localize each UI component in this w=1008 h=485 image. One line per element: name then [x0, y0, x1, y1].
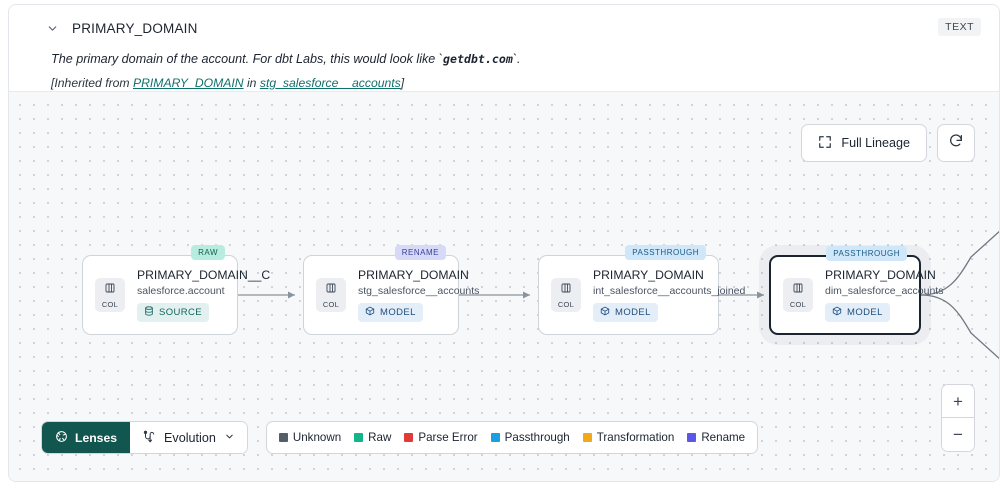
node-kind-label: MODEL	[847, 307, 883, 318]
node-column-name: PRIMARY_DOMAIN	[593, 268, 704, 282]
column-type-label: COL	[322, 300, 340, 309]
canvas-controls: Full Lineage	[801, 124, 975, 162]
full-lineage-button[interactable]: Full Lineage	[801, 124, 927, 162]
legend-swatch	[687, 433, 697, 442]
lineage-node-1[interactable]: RAW COL PRIMARY_DOMAIN__C salesforce.acc…	[82, 245, 270, 335]
inherited-from-note: [Inherited from PRIMARY_DOMAIN in stg_sa…	[51, 76, 981, 90]
node-tag-raw: RAW	[191, 245, 225, 260]
refresh-button[interactable]	[937, 124, 975, 162]
inherited-middle: in	[243, 76, 260, 90]
node-table-name: dim_salesforce_accounts	[825, 285, 944, 297]
node-kind-label: MODEL	[615, 307, 651, 318]
legend-swatch	[404, 433, 414, 442]
description-code: getdbt.com	[443, 52, 513, 66]
title-row: PRIMARY_DOMAIN	[29, 17, 981, 39]
node-table-name: salesforce.account	[137, 285, 225, 297]
lineage-legend: Unknown Raw Parse Error Passthrough Tran…	[265, 421, 759, 454]
zoom-controls: + −	[941, 384, 975, 452]
lineage-canvas[interactable]: Full Lineage + − RAW COL	[9, 91, 999, 481]
expand-corners-icon	[818, 135, 832, 152]
node-body: PRIMARY_DOMAIN int_salesforce__accounts_…	[593, 268, 745, 322]
lineage-node-2[interactable]: RENAME COL PRIMARY_DOMAIN stg_salesforce…	[303, 245, 479, 335]
node-tag-passthrough: PASSTHROUGH	[826, 246, 907, 261]
inherited-suffix: ]	[400, 76, 405, 90]
legend-label: Parse Error	[418, 431, 478, 444]
chevron-down-icon	[224, 431, 235, 445]
inherited-column-link[interactable]: PRIMARY_DOMAIN	[132, 76, 244, 90]
legend-item-raw[interactable]: Raw	[354, 431, 391, 444]
full-lineage-label: Full Lineage	[841, 136, 910, 150]
legend-swatch	[278, 433, 288, 442]
inherited-prefix: [Inherited from	[51, 76, 133, 90]
legend-item-parse-error[interactable]: Parse Error	[404, 431, 478, 444]
node-kind-label: SOURCE	[159, 307, 203, 318]
columns-icon	[792, 281, 804, 299]
database-icon	[144, 306, 154, 319]
cube-icon	[832, 306, 842, 319]
description-text-pre: The primary domain of the account. For d…	[51, 52, 443, 66]
column-type-label: COL	[789, 300, 807, 309]
evolution-dropdown[interactable]: Evolution	[130, 422, 247, 453]
lenses-group: Lenses Evolution	[41, 421, 248, 454]
node-column-name: PRIMARY_DOMAIN	[825, 268, 936, 282]
lineage-node-3[interactable]: PASSTHROUGH COL PRIMARY_DOMAIN int_sales…	[538, 245, 745, 335]
zoom-out-button[interactable]: −	[942, 418, 974, 451]
legend-label: Transformation	[596, 431, 675, 444]
column-type-label: COL	[557, 300, 575, 309]
column-description: The primary domain of the account. For d…	[51, 51, 981, 68]
column-detail-panel: PRIMARY_DOMAIN TEXT The primary domain o…	[8, 4, 1000, 482]
legend-item-passthrough[interactable]: Passthrough	[490, 431, 570, 444]
node-column-name: PRIMARY_DOMAIN__C	[137, 268, 271, 282]
column-type-chip: COL	[783, 278, 813, 312]
node-body: PRIMARY_DOMAIN dim_salesforce_accounts M…	[825, 268, 943, 322]
page-title: PRIMARY_DOMAIN	[72, 20, 198, 36]
evolution-label: Evolution	[164, 430, 216, 445]
node-kind-label: MODEL	[380, 307, 416, 318]
legend-label: Unknown	[292, 431, 342, 444]
columns-icon	[104, 281, 116, 299]
evolution-icon	[142, 429, 156, 447]
cube-icon	[600, 306, 610, 319]
legend-swatch	[354, 433, 364, 442]
legend-label: Rename	[701, 431, 746, 444]
node-kind-chip: MODEL	[593, 303, 658, 322]
node-tag-passthrough: PASSTHROUGH	[625, 245, 706, 260]
node-body: PRIMARY_DOMAIN stg_salesforce__accounts …	[358, 268, 479, 322]
node-kind-chip: SOURCE	[137, 303, 210, 322]
column-type-chip: COL	[95, 278, 125, 312]
node-column-name: PRIMARY_DOMAIN	[358, 268, 469, 282]
columns-icon	[560, 281, 572, 299]
zoom-in-button[interactable]: +	[942, 385, 974, 418]
legend-item-unknown[interactable]: Unknown	[278, 431, 342, 444]
panel-header: PRIMARY_DOMAIN TEXT The primary domain o…	[9, 5, 999, 91]
chevron-down-icon[interactable]	[44, 20, 60, 36]
node-table-name: int_salesforce__accounts_joined	[593, 285, 746, 297]
node-body: PRIMARY_DOMAIN__C salesforce.account SOU…	[137, 268, 270, 322]
columns-icon	[325, 281, 337, 299]
legend-label: Raw	[368, 431, 392, 444]
refresh-icon	[948, 133, 964, 154]
legend-item-rename[interactable]: Rename	[687, 431, 745, 444]
description-text-post: `.	[512, 52, 521, 66]
cube-icon	[365, 306, 375, 319]
legend-item-transformation[interactable]: Transformation	[582, 431, 675, 444]
legend-label: Passthrough	[504, 431, 570, 444]
canvas-bottom-toolbar: Lenses Evolution Unknown	[41, 421, 759, 454]
lenses-label: Lenses	[75, 430, 118, 445]
lineage-node-4-selected[interactable]: PASSTHROUGH COL PRIMARY_DOMAIN dim_sales…	[769, 246, 943, 335]
node-kind-chip: MODEL	[358, 303, 423, 322]
column-type-chip: COL	[551, 278, 581, 312]
node-table-name: stg_salesforce__accounts	[358, 285, 480, 297]
status-badge: TEXT	[938, 18, 981, 36]
legend-swatch	[490, 433, 500, 442]
node-kind-chip: MODEL	[825, 303, 890, 322]
lenses-button[interactable]: Lenses	[42, 422, 131, 453]
aperture-icon	[55, 430, 68, 446]
column-type-chip: COL	[316, 278, 346, 312]
column-type-label: COL	[101, 300, 119, 309]
legend-swatch	[582, 433, 592, 442]
node-tag-rename: RENAME	[394, 245, 446, 260]
inherited-model-link[interactable]: stg_salesforce__accounts	[259, 76, 401, 90]
